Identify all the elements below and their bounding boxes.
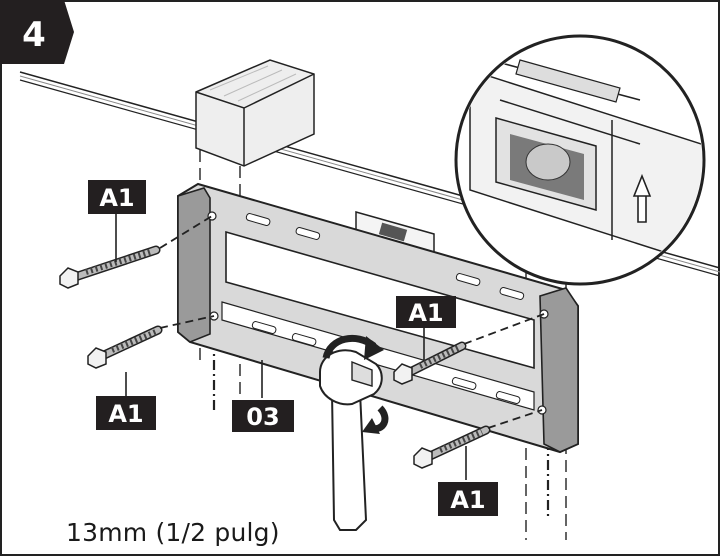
screw-mid-left xyxy=(87,315,215,369)
label-a1-top-left: A1 xyxy=(88,180,146,214)
screw-mid-right xyxy=(393,313,545,385)
svg-text:A1: A1 xyxy=(99,184,134,212)
wood-stud xyxy=(195,59,315,167)
level-magnifier xyxy=(454,34,706,286)
label-a1-mid-right: A1 xyxy=(396,296,456,328)
svg-text:A1: A1 xyxy=(450,486,485,514)
wrench-icon xyxy=(319,349,383,531)
screw-top-left xyxy=(59,215,213,289)
step-badge: 4 xyxy=(0,0,74,64)
label-a1-mid-left: A1 xyxy=(96,396,156,430)
wall-bracket xyxy=(177,182,579,454)
stud-centerlines xyxy=(212,340,550,520)
svg-text:A1: A1 xyxy=(408,299,443,327)
svg-text:03: 03 xyxy=(246,403,279,431)
rotation-arrow-icon xyxy=(322,334,389,434)
label-leaders xyxy=(115,214,467,480)
step-number: 4 xyxy=(22,15,46,55)
label-bracket-03: 03 xyxy=(232,400,294,432)
wrench-size-caption: 13mm (1/2 pulg) xyxy=(66,518,280,547)
svg-text:A1: A1 xyxy=(108,400,143,428)
screw-bottom-right xyxy=(413,409,543,469)
label-a1-bottom-right: A1 xyxy=(438,482,498,516)
